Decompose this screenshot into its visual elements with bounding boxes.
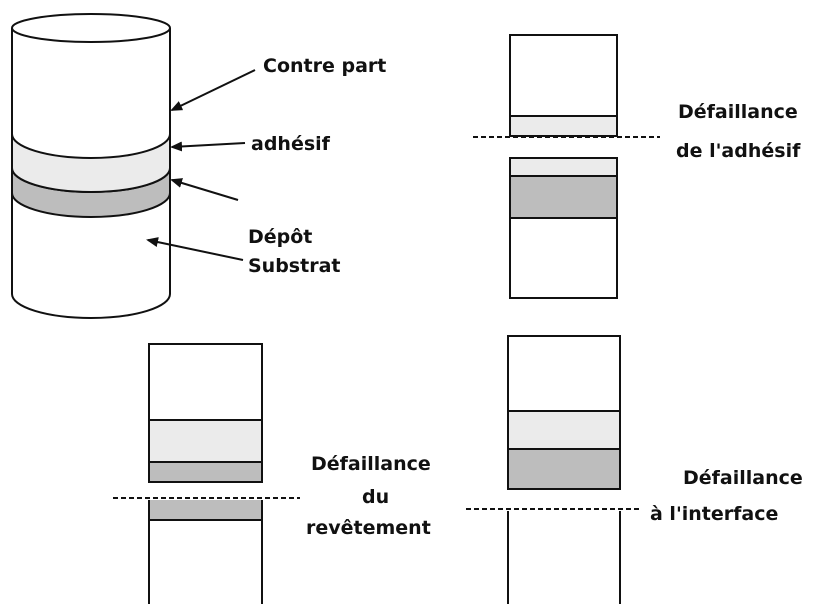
adhesive-failure-lower-block [509,157,618,299]
label-contre-part: Contre part [263,55,386,77]
cylinder-adhesive-band [11,133,171,193]
label-coating-failure-line2: du [362,486,389,508]
interface-failure-upper-block [507,335,621,490]
label-adhesive-failure-line2: de l'adhésif [676,140,801,162]
label-coating-failure-line1: Défaillance [311,453,431,475]
coating-failure-diagram [113,343,300,604]
arrow-depot [170,178,239,201]
assembly-cylinder [11,13,171,319]
cylinder-top [11,13,171,43]
label-interface-failure-line1: Défaillance [683,467,803,489]
label-adhesive-failure-line1: Défaillance [678,101,798,123]
arrow-adhesif [170,141,246,152]
arrow-substrat [146,237,244,261]
label-coating-failure-line3: revêtement [306,517,431,539]
label-substrat: Substrat [248,255,340,277]
interface-failure-diagram [466,335,640,604]
adhesive-failure-upper-block [509,34,618,137]
label-adhesif: adhésif [251,133,331,155]
label-interface-failure-line2: à l'interface [650,503,778,525]
arrow-contre-part [170,69,256,111]
coating-failure-lower-block [148,500,263,604]
interface-failure-lower-block [507,511,621,604]
coating-failure-upper-block [148,343,263,483]
adhesive-failure-diagram [473,34,660,299]
label-depot: Dépôt [248,226,312,248]
